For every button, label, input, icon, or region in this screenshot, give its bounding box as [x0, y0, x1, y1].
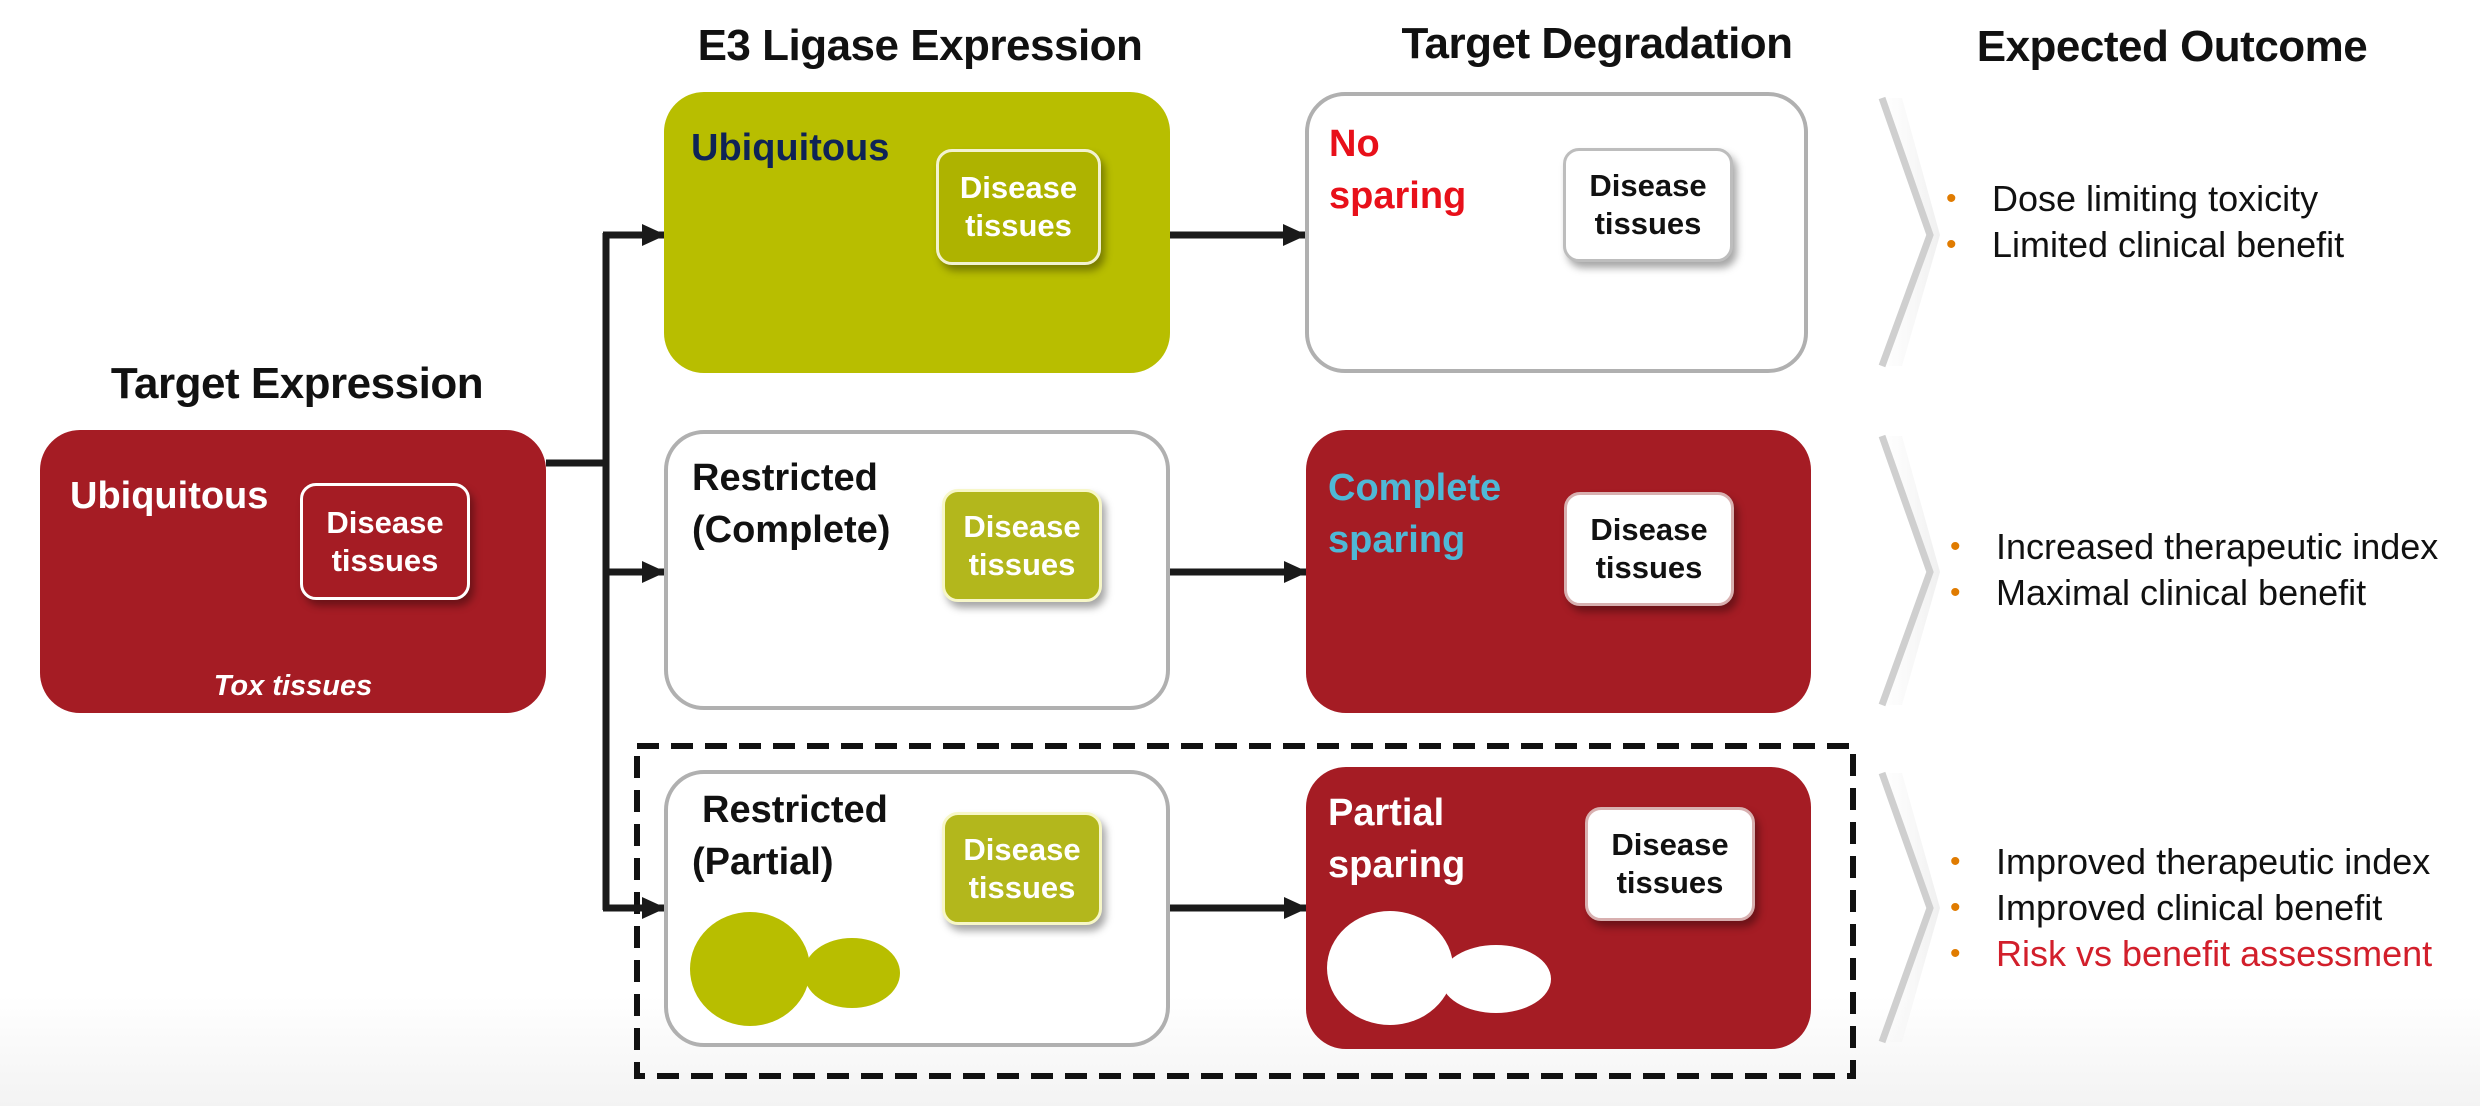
bullet-icon: • — [1950, 937, 1961, 970]
outcome-text: Increased therapeutic index — [1996, 526, 2439, 567]
outcome-text: Improved clinical benefit — [1996, 887, 2383, 928]
outcome-item-risk: • Risk vs benefit assessment — [1950, 931, 2432, 977]
outcome-text: Maximal clinical benefit — [1996, 572, 2367, 613]
label-line2: sparing — [1329, 175, 1467, 217]
disease-tissues-line1: Disease — [963, 508, 1081, 544]
bullet-icon: • — [1950, 891, 1961, 924]
outcome-list-row-2: • Increased therapeutic index • Maximal cl… — [1950, 524, 2438, 616]
partial-sparing-label: Partial sparing — [1328, 787, 1465, 891]
label-line2: (Complete) — [692, 509, 891, 551]
disease-tissues-box: Disease tissues — [942, 489, 1102, 602]
disease-tissues-line2: tissues — [968, 546, 1076, 582]
disease-tissues-line2: tissues — [1616, 865, 1724, 900]
e3-restricted-complete-label: Restricted (Complete) — [692, 452, 890, 556]
outcome-text: Dose limiting toxicity — [1992, 178, 2319, 219]
chevron-icon-row-1 — [1878, 96, 1940, 368]
disease-tissues-box: Disease tissues — [1585, 807, 1755, 921]
disease-tissues-line1: Disease — [1589, 168, 1707, 203]
label-line1: Complete — [1328, 467, 1502, 509]
tissue-blob-icon — [690, 912, 900, 1026]
outcome-item: • Improved clinical benefit — [1950, 885, 2432, 931]
header-target-degradation: Target Degradation — [1401, 19, 1793, 68]
bullet-icon: • — [1950, 576, 1961, 609]
header-e3-ligase-expression: E3 Ligase Expression — [697, 21, 1143, 70]
disease-tissues-box: Disease tissues — [300, 483, 470, 600]
bullet-icon: • — [1946, 182, 1957, 215]
e3-restricted-partial-label: Restricted (Partial) — [692, 784, 888, 888]
bullet-icon: • — [1950, 530, 1961, 563]
disease-tissues-line1: Disease — [959, 170, 1078, 205]
tissue-blob-icon — [1327, 911, 1551, 1025]
disease-tissues-line1: Disease — [963, 831, 1081, 867]
label-line2: (Partial) — [692, 841, 834, 883]
e3-ubiquitous-label: Ubiquitous — [691, 127, 890, 169]
e3-restricted-partial-box: Restricted (Partial) Disease tissues — [664, 770, 1170, 1047]
label-line2: sparing — [1328, 844, 1466, 886]
tox-tissues-label: Tox tissues — [213, 670, 373, 702]
disease-tissues-line1: Disease — [1611, 827, 1729, 862]
outcome-item: • Increased therapeutic index — [1950, 524, 2438, 570]
no-sparing-box: No sparing Disease tissues — [1305, 92, 1808, 373]
outcome-list-row-3: • Improved therapeutic index • Improved cl… — [1950, 839, 2432, 977]
e3-restricted-complete-box: Restricted (Complete) Disease tissues — [664, 430, 1170, 710]
no-sparing-label: No sparing — [1329, 118, 1466, 222]
outcome-text: Limited clinical benefit — [1992, 224, 2345, 265]
complete-sparing-label: Complete sparing — [1328, 462, 1501, 566]
outcome-item: • Dose limiting toxicity — [1946, 176, 2344, 222]
label-line1: Restricted — [702, 789, 888, 831]
label-line1: Partial — [1328, 792, 1445, 834]
outcome-item: • Maximal clinical benefit — [1950, 570, 2438, 616]
disease-tissues-line2: tissues — [1595, 550, 1703, 585]
bullet-icon: • — [1950, 845, 1961, 878]
outcome-list-row-1: • Dose limiting toxicity • Limited clinica… — [1946, 176, 2344, 268]
target-expression-box: Ubiquitous Disease tissues Tox tissues — [40, 430, 546, 713]
chevron-icon-row-2 — [1878, 434, 1940, 707]
disease-tissues-box: Disease tissues — [936, 149, 1101, 265]
bullet-icon: • — [1946, 228, 1957, 261]
outcome-item: • Improved therapeutic index — [1950, 839, 2432, 885]
disease-tissues-line2: tissues — [1594, 206, 1702, 241]
disease-tissues-box: Disease tissues — [942, 812, 1102, 925]
outcome-text: Improved therapeutic index — [1996, 841, 2431, 882]
outcome-text: Risk vs benefit assessment — [1996, 933, 2433, 974]
disease-tissues-line2: tissues — [965, 208, 1072, 243]
disease-tissues-line2: tissues — [331, 542, 439, 578]
header-target-expression: Target Expression — [110, 359, 484, 408]
target-expression-label: Ubiquitous — [70, 475, 269, 517]
e3-ubiquitous-box: Ubiquitous Disease tissues — [664, 92, 1170, 373]
label-line1: Restricted — [692, 457, 878, 499]
partial-sparing-box: Partial sparing Disease tissues — [1306, 767, 1811, 1049]
chevron-icon-row-3 — [1878, 771, 1940, 1044]
outcome-item: • Limited clinical benefit — [1946, 222, 2344, 268]
header-expected-outcome: Expected Outcome — [1976, 22, 2368, 71]
label-line2: sparing — [1328, 519, 1466, 561]
complete-sparing-box: Complete sparing Disease tissues — [1306, 430, 1811, 713]
disease-tissues-line2: tissues — [968, 869, 1076, 905]
disease-tissues-line1: Disease — [1590, 512, 1708, 547]
disease-tissues-box: Disease tissues — [1563, 148, 1733, 262]
disease-tissues-box: Disease tissues — [1564, 492, 1734, 606]
disease-tissues-line1: Disease — [326, 504, 444, 540]
label-line1: No — [1329, 123, 1380, 165]
